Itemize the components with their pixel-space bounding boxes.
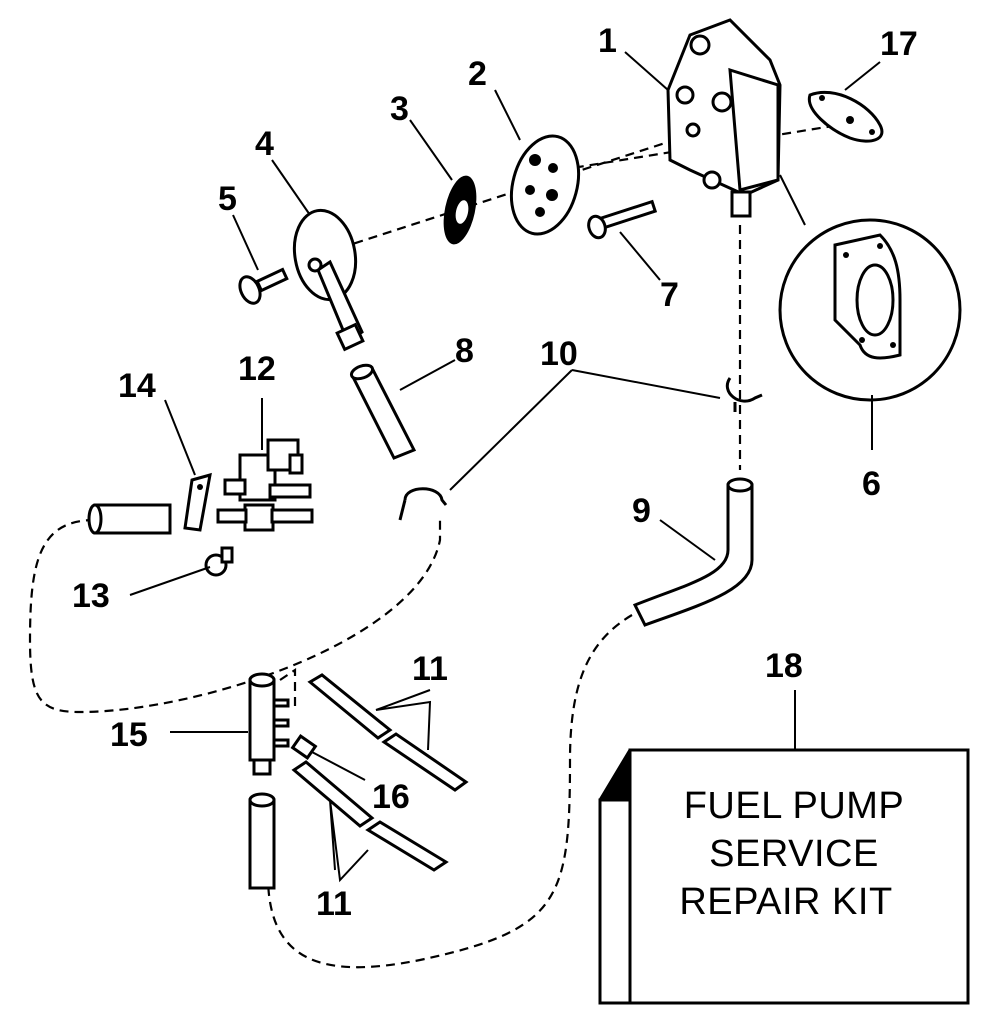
callout-8: 8 [455, 332, 474, 370]
callout-labels: 1 17 2 3 4 5 7 8 10 12 14 6 9 13 18 11 1… [72, 22, 918, 923]
repair-kit-box: FUEL PUMP SERVICE REPAIR KIT [598, 748, 970, 1005]
diaphragm-plate [509, 134, 581, 236]
callout-17: 17 [880, 25, 918, 63]
small-connector [290, 734, 318, 760]
callout-18: 18 [765, 647, 803, 685]
callout-10: 10 [540, 335, 578, 373]
hose-clamp-lower [398, 487, 448, 521]
pump-cover [292, 208, 365, 352]
kit-label-line3: REPAIR KIT [679, 881, 892, 923]
hose-pieces [248, 673, 469, 890]
valve-hose [87, 503, 172, 535]
bent-fuel-hose [632, 477, 754, 627]
callout-14: 14 [118, 367, 156, 405]
hose-clamp-upper [726, 377, 763, 412]
callout-7: 7 [660, 276, 679, 314]
fuel-valve-assembly [216, 438, 314, 532]
callout-4: 4 [255, 125, 274, 163]
callout-6: 6 [862, 465, 881, 503]
cover-screw [238, 267, 289, 305]
callout-11-lower: 11 [316, 885, 352, 923]
toothed-gasket [443, 175, 477, 245]
valve-gasket [183, 472, 212, 532]
kit-label-line2: SERVICE [709, 833, 879, 875]
callout-1: 1 [598, 22, 617, 60]
callout-2: 2 [468, 55, 487, 93]
gasket-detail-inset [778, 174, 962, 402]
callout-15: 15 [110, 716, 148, 754]
mounting-bolt [587, 199, 658, 240]
callout-11-upper: 11 [412, 650, 448, 688]
short-fuel-hose [349, 363, 417, 460]
callout-13: 13 [72, 577, 110, 615]
pump-gasket-plate [807, 90, 884, 143]
callout-3: 3 [390, 90, 409, 128]
callout-9: 9 [632, 492, 651, 530]
leader-lines [129, 51, 881, 883]
fuel-pump-body [666, 18, 782, 218]
callout-16: 16 [372, 778, 410, 816]
valve-screw [204, 546, 234, 577]
callout-12: 12 [238, 350, 276, 388]
callout-5: 5 [218, 180, 237, 218]
kit-label-line1: FUEL PUMP [684, 785, 905, 827]
fuel-tee-fitting [248, 672, 290, 776]
